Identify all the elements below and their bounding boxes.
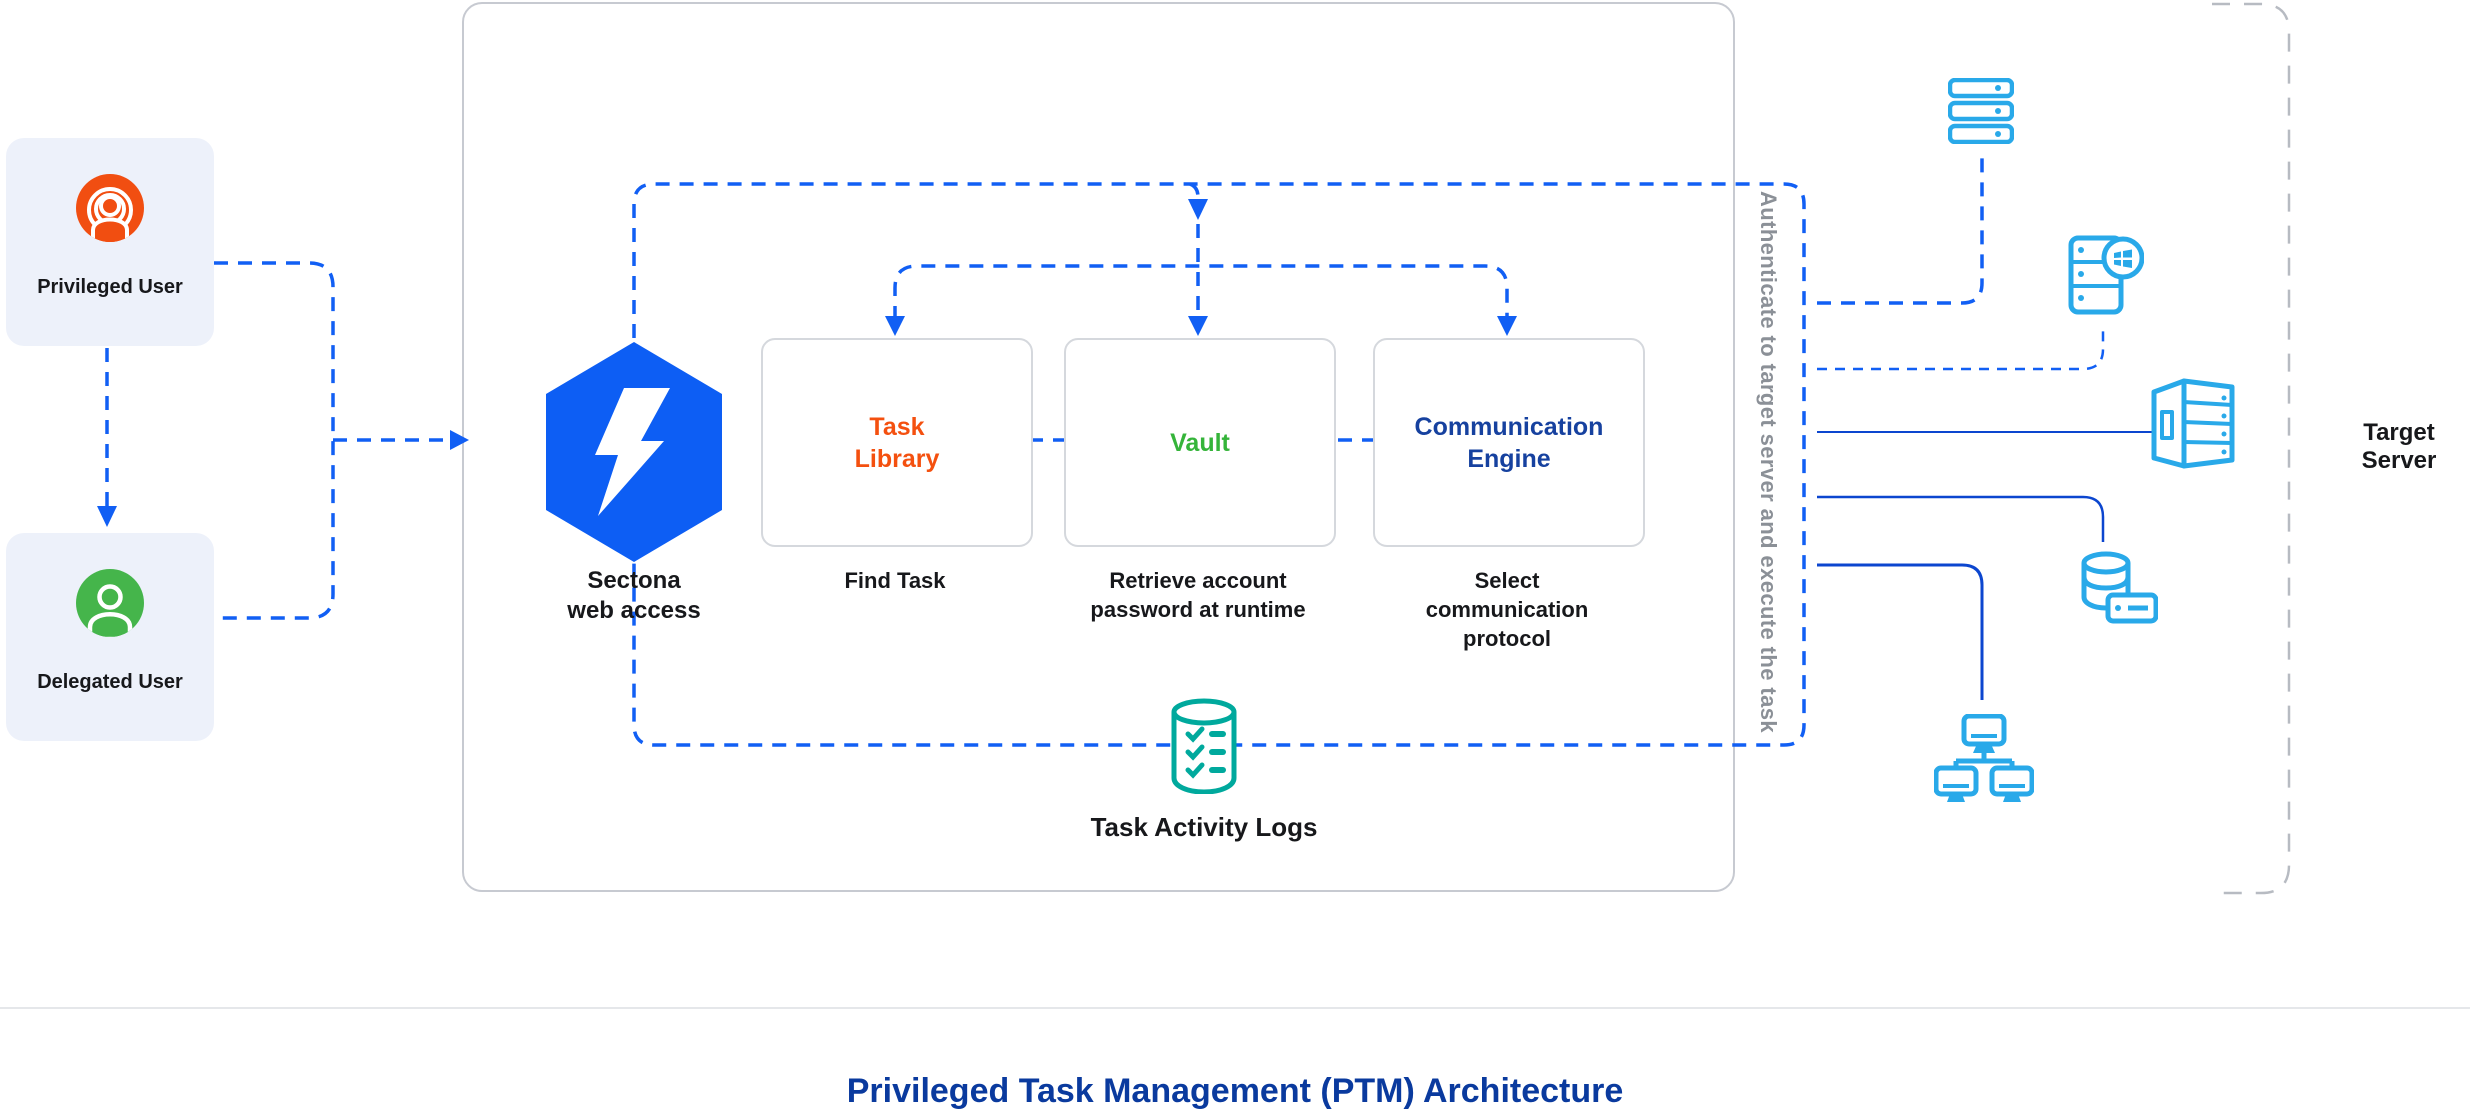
server-tower-icon — [2151, 378, 2235, 469]
task-activity-logs-label: Task Activity Logs — [1090, 812, 1318, 842]
privileged-user-label: Privileged User — [37, 276, 183, 298]
delegated-user-label: Delegated User — [37, 671, 183, 693]
module-task-library-title: Task Library — [854, 412, 940, 473]
privileged-user-icon — [76, 174, 144, 242]
privileged-user-card: Privileged User — [6, 138, 214, 346]
target-server-label: Target Server — [2361, 419, 2437, 474]
network-computers-icon — [1934, 714, 2034, 802]
delegated-user-icon — [76, 569, 144, 637]
gateway-label: Sectona web access — [534, 566, 734, 626]
page-title: Privileged Task Management (PTM) Archite… — [846, 1072, 1624, 1110]
gateway-label-line1: Sectona — [587, 567, 681, 594]
task-library-caption: Find Task — [844, 568, 946, 593]
module-communication-engine-title: Communication Engine — [1414, 412, 1604, 473]
windows-server-icon — [2068, 235, 2144, 315]
link-to-database-server — [1817, 495, 2105, 542]
module-task-library: Task Library — [761, 338, 1033, 547]
module-vault: Vault — [1064, 338, 1336, 547]
vault-caption: Retrieve account password at runtime — [1090, 568, 1306, 622]
module-communication-engine: Communication Engine — [1373, 338, 1645, 547]
module-vault-title: Vault — [1170, 428, 1230, 457]
users-bracket-line — [214, 261, 335, 620]
rack-server-icon — [1948, 78, 2014, 144]
communication-engine-caption: Select communication protocol — [1425, 568, 1589, 651]
lightning-bolt-icon — [595, 388, 670, 516]
gateway-label-line2: web access — [567, 597, 701, 624]
link-to-rack-server — [1817, 158, 1984, 305]
database-server-icon — [2081, 551, 2158, 624]
link-to-network-computers — [1817, 563, 1984, 700]
task-activity-logs-icon — [1171, 698, 1237, 794]
privileged-to-delegated-arrowhead — [97, 506, 117, 527]
windows-logo-icon — [2114, 249, 2132, 268]
link-to-windows-server — [1817, 324, 2105, 371]
authenticate-note: Authenticate to target server and execut… — [1756, 190, 1781, 734]
footer-divider — [0, 1007, 2470, 1009]
delegated-user-card: Delegated User — [6, 533, 214, 741]
sectona-hexagon-logo — [546, 342, 722, 562]
